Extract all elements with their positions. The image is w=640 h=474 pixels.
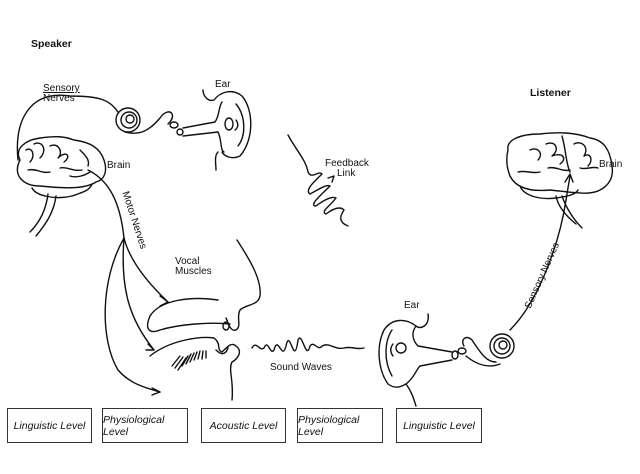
level-box-physiological-listener: Physiological Level (297, 408, 383, 443)
level-label: Linguistic Level (13, 419, 86, 432)
level-label: Physiological Level (103, 413, 165, 438)
feedback-link-label-2: Link (337, 168, 356, 179)
speaker-brain-icon (16, 135, 107, 237)
level-box-linguistic-speaker: Linguistic Level (7, 408, 92, 443)
listener-title: Listener (530, 87, 571, 99)
listener-brain-icon (505, 132, 614, 229)
speaker-sensory-nerves-label-1: Sensory (43, 83, 80, 94)
speaker-vocal-tract-icon (146, 239, 261, 401)
vocal-muscles-label-2: Muscles (175, 266, 212, 277)
level-label: Linguistic Level (403, 419, 475, 432)
listener-sensory-nerve (509, 175, 571, 331)
speaker-sensory-nerve (16, 94, 119, 161)
listener-ear-icon (378, 313, 501, 407)
feedback-arrow-icon (327, 175, 335, 183)
speaker-cochlea-icon (115, 107, 174, 134)
level-label: Acoustic Level (209, 419, 278, 432)
level-box-acoustic: Acoustic Level (201, 408, 286, 443)
feedback-link-label-1: Feedback (325, 158, 369, 169)
sound-waves-label: Sound Waves (270, 362, 332, 373)
feedback-link-wave (287, 134, 349, 227)
speaker-sensory-nerves-label-2: Nerves (43, 93, 75, 104)
motor-nerves (87, 169, 169, 396)
listener-cochlea-icon (489, 333, 515, 359)
listener-brain-label: Brain (599, 159, 623, 170)
level-box-linguistic-listener: Linguistic Level (396, 408, 482, 443)
speaker-ear-icon (169, 89, 252, 171)
speaker-title: Speaker (31, 38, 72, 50)
listener-ear-label: Ear (404, 300, 420, 311)
vocal-muscles-label-1: Vocal (175, 256, 200, 267)
sound-waves-line (251, 337, 365, 352)
speaker-ear-label: Ear (215, 79, 231, 90)
speaker-brain-label: Brain (107, 160, 131, 171)
level-box-physiological-speaker: Physiological Level (102, 408, 188, 443)
level-label: Physiological Level (298, 413, 360, 438)
